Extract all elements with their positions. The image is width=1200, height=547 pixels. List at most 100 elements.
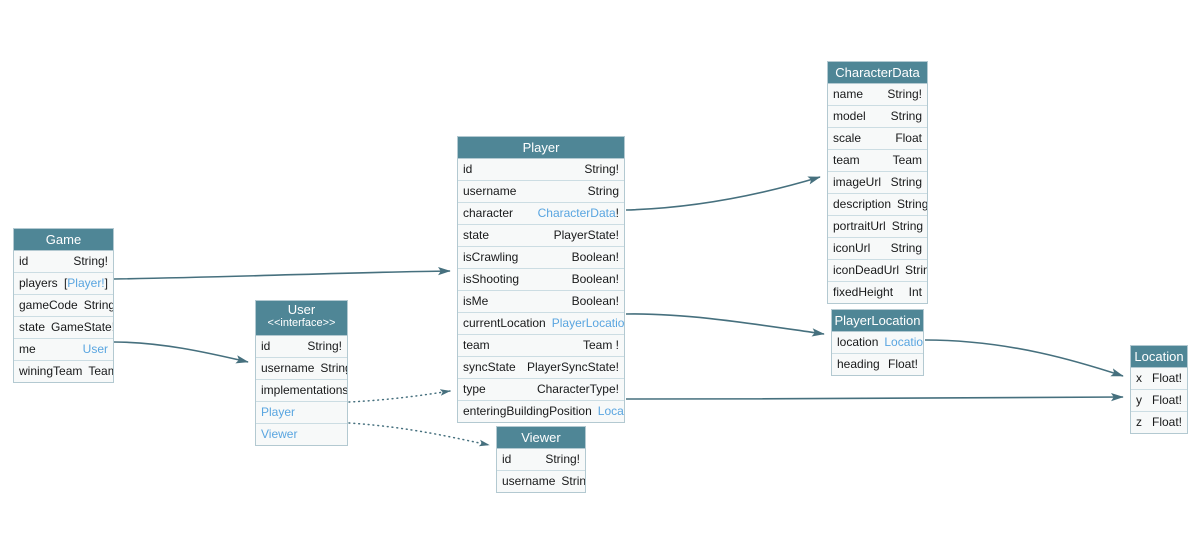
field-type: String [897,197,927,211]
field-name: type [463,382,486,396]
type-link[interactable]: PlayerLocation [551,316,624,330]
field-type[interactable]: Location! [878,332,923,353]
field-name: scale [833,131,862,145]
entity-header-playerlocation: PlayerLocation [832,310,923,332]
field-row: iconUrl String [828,238,927,260]
entity-title: Viewer [521,430,561,445]
field-row: isMe Boolean! [458,291,624,313]
field-type: GameState! [51,320,113,334]
field-name: username [261,361,315,375]
field-row[interactable]: locationLocation! [832,332,923,354]
entity-title: Player [522,140,560,155]
field-name: id [261,339,271,353]
field-row: id String! [256,336,347,358]
field-name: enteringBuildingPosition [463,404,592,418]
implementation-row[interactable]: Player [256,402,347,424]
type-link[interactable]: Location [884,335,923,349]
field-name: y [1136,393,1142,407]
field-type: String! [887,87,922,101]
field-row[interactable]: character CharacterData! [458,203,624,225]
entity-title: User [287,302,316,317]
field-name: iconDeadUrl [833,263,900,277]
type-link[interactable]: Player! [67,276,105,290]
field-name: iconUrl [833,241,871,255]
field-type[interactable]: CharacterData! [532,203,619,224]
field-name: Player [261,405,296,419]
field-type: String! [307,339,342,353]
entity-title: Location [1134,349,1184,364]
entity-title: PlayerLocation [834,313,921,328]
field-type: Boolean! [571,250,619,264]
field-name: players [19,276,58,290]
type-link[interactable]: CharacterData [537,206,616,220]
field-type[interactable]: User [77,339,108,360]
implementation-row[interactable]: Viewer [256,424,347,445]
field-name: syncState [463,360,516,374]
field-type: String [561,474,585,488]
field-type: Int [908,285,922,299]
field-type[interactable]: Location [592,401,624,422]
field-name: imageUrl [833,175,882,189]
field-name: isShooting [463,272,520,286]
field-type: Float! [1151,371,1182,385]
field-row[interactable]: enteringBuildingPosition Location [458,401,624,422]
type-prefix: [ [63,276,68,290]
field-type: String! [83,298,113,312]
field-type: String [891,219,924,233]
edge-user-implements-player [348,389,451,403]
entity-playerlocation[interactable]: PlayerLocationlocationLocation!headingFl… [831,309,924,376]
field-type: Boolean! [571,294,619,308]
type-link[interactable]: Location [597,404,624,418]
field-type: String [905,263,927,277]
field-row: scale Float [828,128,927,150]
field-type: String [890,175,922,189]
field-name: username [502,474,556,488]
type-link[interactable]: User [82,342,108,356]
type-suffix: ] [104,276,108,290]
field-name: character [463,206,514,220]
entity-header-location: Location [1131,346,1187,368]
field-name: description [833,197,892,211]
edge-game-players-to-player [113,266,451,280]
field-type: String! [545,452,580,466]
type-suffix: ! [615,206,619,220]
field-row: model String [828,106,927,128]
field-name: isMe [463,294,489,308]
edge-playerlocation-location-to-location [924,339,1124,377]
field-row: description String [828,194,927,216]
entity-user[interactable]: User<<interface>>idString!usernameString… [255,300,348,446]
entity-header-viewer: Viewer [497,427,585,449]
field-name: z [1136,415,1142,429]
field-type: String! [584,162,619,176]
field-type: Team ! [582,338,619,352]
field-name: model [833,109,866,123]
field-row: implementations [256,380,347,402]
field-row: state GameState! [14,317,113,339]
field-name: fixedHeight [833,285,894,299]
field-type[interactable]: PlayerLocation! [546,313,624,334]
field-row: z Float! [1131,412,1187,433]
edge-player-character-to-characterdata [625,176,821,211]
field-type: Float [895,131,922,145]
entity-header-player: Player [458,137,624,159]
field-name: state [19,320,46,334]
field-type: String [890,109,922,123]
field-type[interactable]: [Player!] [58,273,108,294]
field-type: Team [892,153,922,167]
field-type: String [890,241,922,255]
field-type: Float! [1151,415,1182,429]
field-row[interactable]: players[Player!] [14,273,113,295]
field-name: state [463,228,490,242]
